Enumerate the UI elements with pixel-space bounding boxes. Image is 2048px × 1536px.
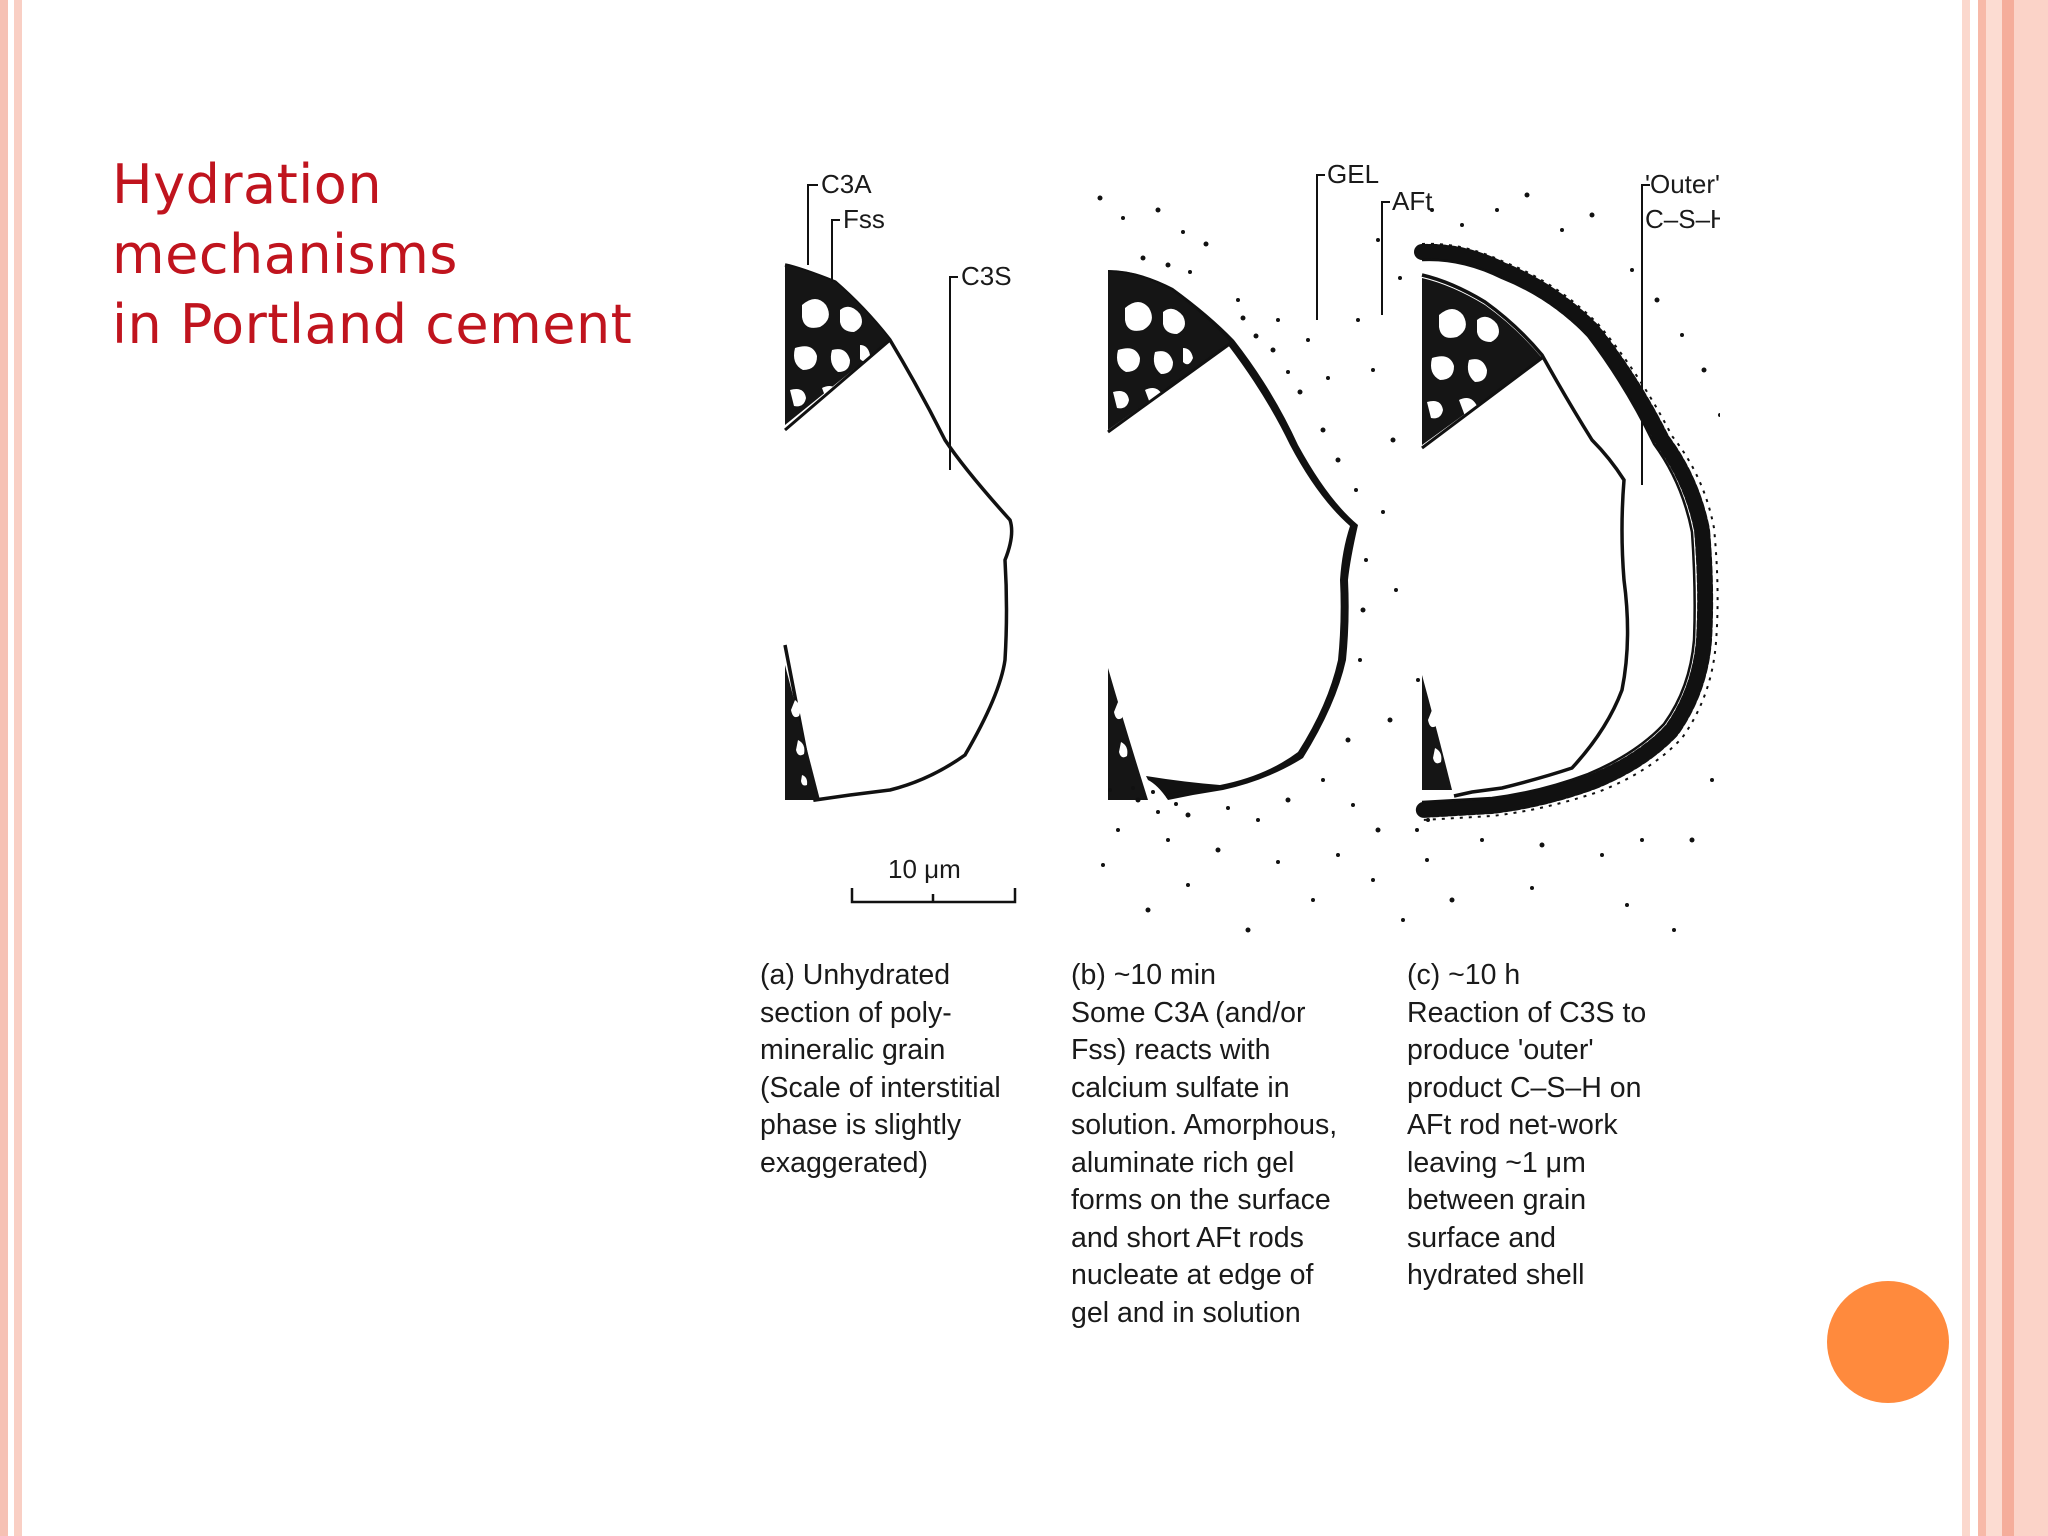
outer-csh-shell xyxy=(1414,243,1714,818)
grain-a-interstitial-lower xyxy=(785,665,820,800)
caption-c-line: hydrated shell xyxy=(1407,1259,1585,1291)
hydration-diagram: C3A Fss C3S 10 μm xyxy=(783,159,1720,933)
caption-b-line: gel and in solution xyxy=(1071,1296,1301,1329)
slide-frame-right xyxy=(1962,0,2048,1536)
label-c3s: C3S xyxy=(961,261,1012,291)
caption-c-line: (c) ~10 h xyxy=(1407,959,1521,991)
caption-a-line: exaggerated) xyxy=(760,1146,928,1179)
scale-bar xyxy=(850,888,1017,904)
caption-c-line: between grain xyxy=(1407,1184,1587,1216)
caption-b-line: nucleate at edge of xyxy=(1071,1259,1314,1291)
caption-c-line: surface and xyxy=(1407,1221,1556,1254)
caption-b-line: solution. Amorphous, xyxy=(1071,1109,1338,1141)
scale-bar-label: 10 μm xyxy=(888,854,961,884)
caption-a-line: mineralic grain xyxy=(760,1034,946,1066)
panel-a-grain: C3A Fss C3S 10 μm xyxy=(783,169,1017,904)
caption-c-line: product C–S–H on xyxy=(1407,1071,1642,1104)
slide-title: Hydration mechanisms in Portland cement xyxy=(112,150,732,360)
grain-c-outline xyxy=(1421,273,1630,798)
caption-a-line: phase is slightly xyxy=(760,1109,962,1141)
label-aft: AFt xyxy=(1392,186,1433,216)
slide-frame-left xyxy=(0,0,28,1536)
caption-b: (b) ~10 min Some C3A (and/or Fss) reacts… xyxy=(1071,957,1337,1332)
caption-b-line: forms on the surface xyxy=(1071,1184,1331,1216)
label-c3a: C3A xyxy=(821,169,872,199)
title-line-2: in Portland cement xyxy=(112,293,633,356)
caption-c: (c) ~10 h Reaction of C3S to produce 'ou… xyxy=(1407,957,1646,1295)
caption-b-line: Fss) reacts with xyxy=(1071,1034,1271,1066)
caption-b-line: and short AFt rods xyxy=(1071,1221,1304,1254)
label-fss: Fss xyxy=(843,204,885,234)
title-line-1: Hydration mechanisms xyxy=(112,153,458,286)
caption-c-line: AFt rod net-work xyxy=(1407,1109,1618,1141)
slide-nav-dot[interactable] xyxy=(1827,1281,1949,1403)
caption-b-line: calcium sulfate in xyxy=(1071,1071,1290,1104)
caption-b-line: (b) ~10 min xyxy=(1071,959,1216,991)
caption-a-line: section of poly- xyxy=(760,996,952,1029)
label-gel: GEL xyxy=(1327,159,1379,189)
caption-c-line: produce 'outer' xyxy=(1407,1034,1594,1066)
caption-a: (a) Unhydrated section of poly- minerali… xyxy=(760,957,1001,1182)
caption-b-line: Some C3A (and/or xyxy=(1071,996,1306,1029)
panel-b-grain: GEL AFt xyxy=(1097,159,1433,933)
caption-a-line: (a) Unhydrated xyxy=(760,959,951,991)
label-outer-1: 'Outer' xyxy=(1645,169,1720,199)
caption-a-line: (Scale of interstitial xyxy=(760,1071,1001,1104)
label-outer-2: C–S–H xyxy=(1645,204,1720,234)
caption-b-line: aluminate rich gel xyxy=(1071,1146,1295,1179)
panel-c-grain: 'Outer' C–S–H xyxy=(1414,169,1720,932)
caption-c-line: leaving ~1 μm xyxy=(1407,1146,1586,1179)
caption-c-line: Reaction of C3S to xyxy=(1407,996,1647,1029)
